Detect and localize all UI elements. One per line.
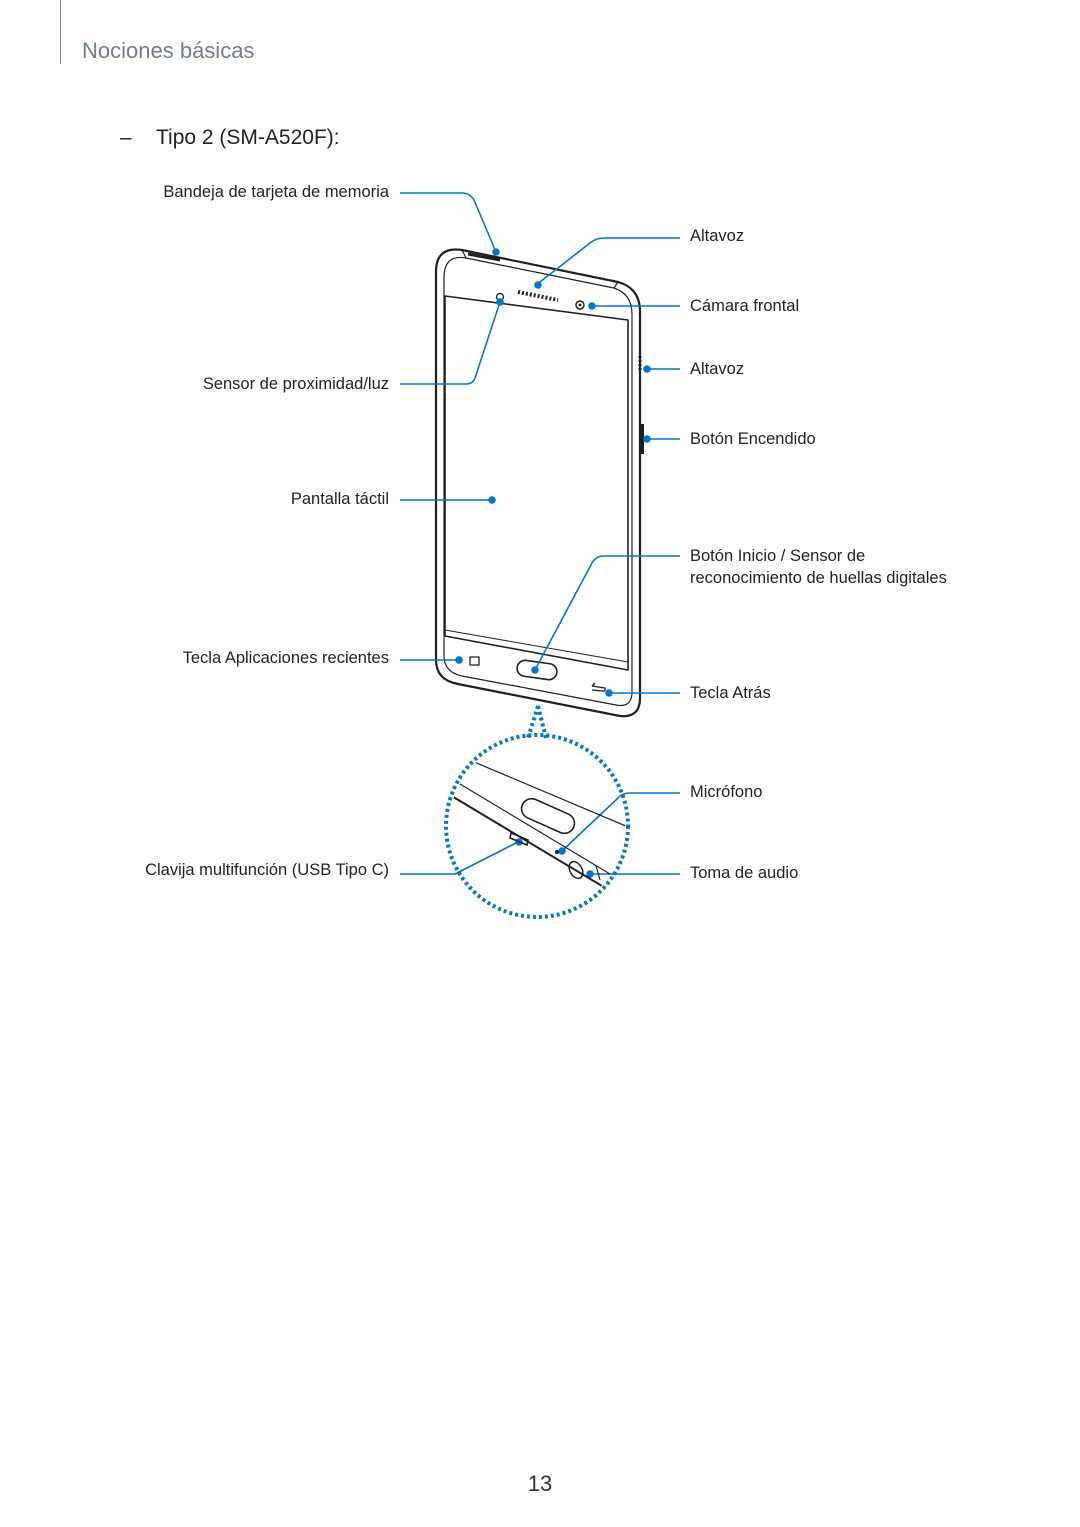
home-leader xyxy=(535,555,680,669)
screen-bottom-line xyxy=(444,629,629,663)
label-usb-jack: Clavija multifunción (USB Tipo C) xyxy=(145,861,389,879)
audio-dot xyxy=(586,870,594,878)
label-power-button: Botón Encendido xyxy=(690,430,816,448)
label-speaker-top: Altavoz xyxy=(690,227,745,245)
phone-body-inner xyxy=(443,256,633,707)
recent-apps-icon xyxy=(469,656,480,666)
header-rule xyxy=(60,0,61,64)
speaker-top-dot xyxy=(534,281,542,289)
section-dash: – xyxy=(120,126,132,149)
zoom-usb-port xyxy=(509,831,529,847)
memory-tray-shape xyxy=(467,252,501,262)
phone-body-outer xyxy=(434,248,642,718)
home-dot xyxy=(531,666,539,674)
label-home-button-line2: reconocimiento de huellas digitales xyxy=(690,569,947,587)
label-microphone: Micrófono xyxy=(690,783,763,801)
screen xyxy=(444,295,629,671)
memory-tray-leader xyxy=(400,192,497,253)
back-icon xyxy=(591,682,606,692)
recent-apps-dot xyxy=(455,656,463,664)
zoom-mic-hole xyxy=(555,850,559,854)
section-title: Tipo 2 (SM-A520F): xyxy=(156,126,340,149)
front-camera-dot xyxy=(588,302,596,310)
label-audio-jack: Toma de audio xyxy=(690,864,799,882)
proximity-leader xyxy=(400,301,501,385)
zoom-audio-jack xyxy=(568,860,584,880)
speaker-grille xyxy=(517,290,559,302)
callout-dots xyxy=(455,248,651,878)
front-camera-lens xyxy=(575,300,585,310)
callout-lines xyxy=(400,192,680,875)
home-button-shape xyxy=(516,659,558,681)
header-title: Nociones básicas xyxy=(82,38,255,63)
power-dot xyxy=(643,435,651,443)
phone-top-edge xyxy=(461,249,619,289)
proximity-dot xyxy=(496,298,504,306)
zoom-circle xyxy=(444,733,630,919)
label-front-camera: Cámara frontal xyxy=(690,297,800,315)
label-recent-apps-key: Tecla Aplicaciones recientes xyxy=(182,649,389,667)
label-back-key: Tecla Atrás xyxy=(690,684,771,702)
speaker-side-dot xyxy=(643,365,651,373)
page-number: 13 xyxy=(527,1471,553,1496)
label-proximity-sensor: Sensor de proximidad/luz xyxy=(202,375,389,393)
phone-illustration xyxy=(434,248,644,718)
label-touchscreen: Pantalla táctil xyxy=(290,490,389,508)
zoomed-bottom-edge xyxy=(449,755,625,893)
memory-tray-dot xyxy=(492,248,500,256)
back-dot xyxy=(605,689,613,697)
microphone-dot xyxy=(558,847,566,855)
label-memory-tray: Bandeja de tarjeta de memoria xyxy=(163,183,389,201)
label-speaker-side: Altavoz xyxy=(690,360,745,378)
zoom-home-button xyxy=(520,797,576,835)
power-button-shape xyxy=(640,424,644,454)
microphone-leader xyxy=(562,792,680,851)
touchscreen-dot xyxy=(488,496,496,504)
usb-leader xyxy=(400,841,519,875)
speaker-top-leader xyxy=(539,237,680,283)
label-home-button-line1: Botón Inicio / Sensor de xyxy=(690,547,866,565)
